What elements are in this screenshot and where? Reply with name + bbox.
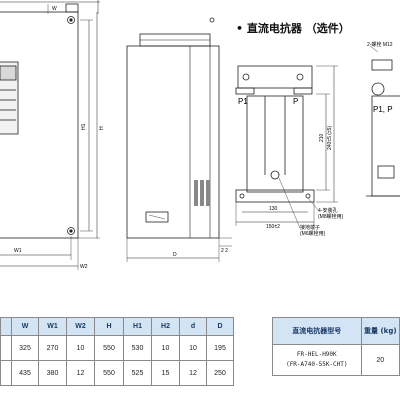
table-cell: 380	[38, 360, 67, 386]
terminal-p	[296, 73, 304, 81]
table-cell-model	[0, 335, 12, 361]
vent-slot	[206, 180, 210, 206]
mount-hole-bottom	[67, 227, 75, 235]
reactor-model-line2: (FR-A740-55K-CHT)	[286, 361, 348, 368]
display-window	[0, 65, 17, 81]
side-terminal	[371, 82, 385, 96]
reactor-core	[246, 95, 304, 193]
mount-hole-center	[69, 18, 73, 22]
terminal-label-p1: P1	[238, 97, 248, 106]
reactor-front-view	[235, 65, 338, 229]
table-cell: 15	[151, 360, 180, 386]
dim-label-top: W	[52, 6, 57, 12]
ground-label: 接地端子	[300, 224, 320, 231]
dim-label-240: 240±5 (±5)	[327, 126, 333, 150]
reactor-header-weight: 重量 (kg)	[360, 317, 400, 345]
reactor-header-row: 直流电抗器型号 重量 (kg)	[272, 317, 400, 345]
reactor-weight-cell: 20	[360, 344, 400, 376]
terminal-label-p1-p: P1, P	[373, 105, 393, 114]
table-cell: 12	[179, 360, 207, 386]
terminal-block-right	[293, 87, 313, 95]
reactor-header-model: 直流电抗器型号	[272, 317, 362, 345]
screw-label: 2-螺栓 M12	[367, 41, 393, 48]
inverter-dimensions-table: W W1 W2 H H1 H2 d D 325 270 10 550 530 1…	[0, 317, 234, 386]
table-cell: 525	[123, 360, 152, 386]
inverter-front-view	[0, 0, 100, 270]
dims-header-h1: H1	[123, 317, 152, 336]
table-cell: 250	[206, 360, 234, 386]
reactor-side-view	[366, 45, 400, 197]
dims-header-h2: H2	[151, 317, 180, 336]
leader-screw	[369, 45, 379, 53]
table-cell: 550	[94, 335, 124, 361]
table-cell: 325	[11, 335, 39, 361]
side-ground-tab	[377, 165, 395, 179]
side-bolt-head	[371, 59, 393, 71]
reactor-model-cell: FR-HEL-H90K (FR-A740-55K-CHT)	[272, 344, 362, 376]
dim-label-h: H	[99, 126, 105, 130]
leader-ground	[278, 177, 301, 229]
front-outline	[0, 11, 79, 239]
base-hole	[239, 193, 245, 199]
top-tab	[65, 3, 79, 13]
mount-hole-top	[67, 16, 75, 24]
vent-slot	[194, 180, 198, 206]
section-title-dc-reactor: • 直流电抗器 （选件）	[236, 22, 350, 35]
reactor-top-block	[237, 65, 313, 89]
terminal-label-p: P	[293, 97, 298, 106]
table-cell: 435	[11, 360, 39, 386]
table-cell-model	[0, 360, 12, 386]
ground-terminal-circle	[270, 170, 280, 180]
dims-header-w1: W1	[38, 317, 67, 336]
side-label-plate	[145, 211, 169, 223]
dims-header-d-small: d	[179, 317, 207, 336]
table-cell: 12	[66, 360, 95, 386]
dims-header-model	[0, 317, 12, 336]
dim-label-130: 130	[269, 206, 278, 212]
dim-label-w1: W1	[14, 248, 22, 254]
dims-header-w2: W2	[66, 317, 95, 336]
corner-mark	[209, 17, 215, 23]
dim-label-d: D	[173, 252, 177, 258]
reactor-model-table: 直流电抗器型号 重量 (kg) FR-HEL-H90K (FR-A740-55K…	[272, 317, 400, 376]
terminal-block-left	[235, 87, 255, 95]
dim-label-w2: W2	[80, 264, 88, 270]
dims-header-h: H	[94, 317, 124, 336]
dim-label-150: 150±2	[266, 224, 280, 230]
vent-slot	[200, 180, 204, 206]
dims-header-d: D	[206, 317, 234, 336]
terminal-p1	[242, 73, 250, 81]
base-hole	[305, 193, 311, 199]
mount-hole-center	[69, 229, 73, 233]
ground-spec: (M6螺栓用)	[300, 230, 326, 237]
reactor-model-line1: FR-HEL-H90K	[296, 351, 337, 358]
dims-header-w: W	[11, 317, 39, 336]
table-cell: 550	[94, 360, 124, 386]
hole-label: 4-安装孔	[318, 207, 337, 214]
dim-label-210: 210	[319, 133, 325, 142]
table-cell: 195	[206, 335, 234, 361]
label-mark	[148, 214, 166, 220]
leader-hole	[307, 197, 319, 211]
dim-label-small: 2 2	[221, 248, 228, 254]
table-cell: 10	[151, 335, 180, 361]
inverter-side-view	[126, 17, 232, 262]
table-cell: 530	[123, 335, 152, 361]
reactor-base	[235, 189, 315, 203]
table-cell: 10	[179, 335, 207, 361]
table-cell: 10	[66, 335, 95, 361]
table-cell: 270	[38, 335, 67, 361]
dims-header-row: W W1 W2 H H1 H2 d D	[0, 317, 234, 336]
table-row: FR-HEL-H90K (FR-A740-55K-CHT) 20	[272, 344, 400, 376]
table-row: 325 270 10 550 530 10 10 195	[0, 335, 234, 361]
side-outline	[126, 45, 220, 239]
hole-spec: (M8螺栓用)	[318, 213, 344, 220]
dim-label-h1: H1	[81, 123, 87, 130]
table-row: 435 380 12 550 525 15 12 250	[0, 360, 234, 386]
